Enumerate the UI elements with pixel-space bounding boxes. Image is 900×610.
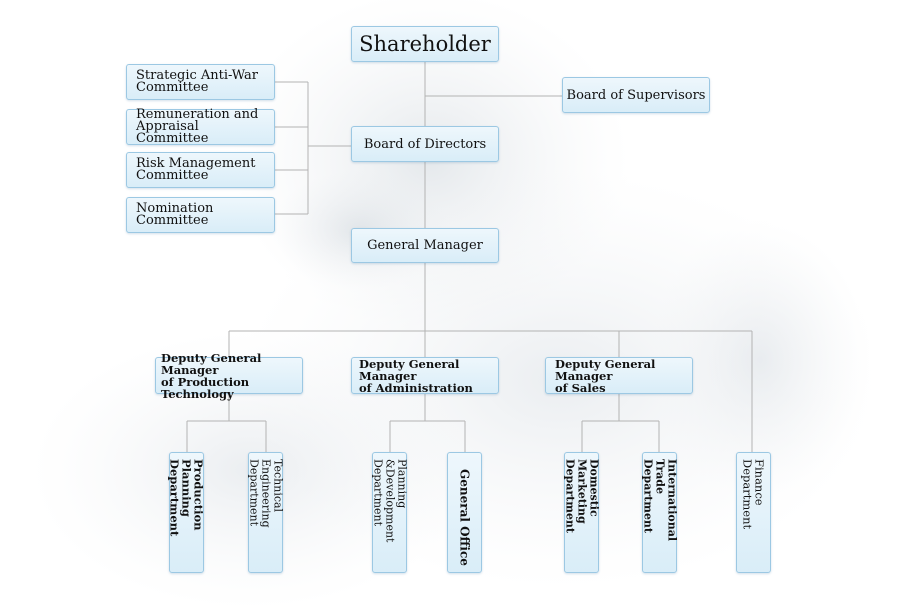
department-label: General Office [457, 469, 472, 566]
dept-domestic-marketing: Domestic Marketing Department [563, 452, 601, 573]
deputy-label: Deputy General Manager of Administration [359, 356, 473, 395]
board-of-directors-box: Board of Directors [351, 126, 499, 162]
department-label: Domestic Marketing Department [563, 459, 601, 533]
deputy-label: Deputy General Manager of Sales [555, 356, 656, 395]
dept-finance: Finance Department [736, 452, 771, 573]
committee-remuneration-appraisal: Remuneration and Appraisal Committee [126, 107, 275, 146]
dept-planning-development: Planning &Development Department [371, 452, 409, 573]
board-of-supervisors-label: Board of Supervisors [566, 87, 706, 103]
committee-label: Nomination Committee [136, 201, 214, 228]
board-of-directors-label: Board of Directors [363, 136, 487, 152]
general-manager-label: General Manager [367, 238, 483, 253]
department-label: Planning &Development Department [371, 459, 409, 543]
committee-strategic-anti-war: Strategic Anti-War Committee [126, 64, 275, 100]
deputy-sales: Deputy General Manager of Sales [545, 357, 693, 394]
committee-label: Risk Management Committee [136, 156, 256, 183]
general-manager-box: General Manager [351, 228, 499, 263]
department-label: International Trade Department [641, 459, 679, 542]
department-label: Production Planning Department [167, 459, 206, 537]
committee-risk-management: Risk Management Committee [126, 152, 275, 188]
committee-label: Remuneration and Appraisal Committee [136, 107, 259, 146]
dept-general-office: General Office [447, 452, 482, 573]
dept-technical-engineering: Technical Engineering Department [247, 452, 285, 573]
committee-label: Strategic Anti-War Committee [136, 68, 258, 95]
committee-nomination: Nomination Committee [126, 197, 275, 233]
dept-international-trade: International Trade Department [641, 452, 679, 573]
shareholder-label: Shareholder [359, 32, 491, 56]
deputy-administration: Deputy General Manager of Administration [351, 357, 499, 394]
deputy-label: Deputy General Manager of Production Tec… [161, 350, 262, 401]
board-of-supervisors-box: Board of Supervisors [562, 77, 710, 113]
deputy-production-technology: Deputy General Manager of Production Tec… [155, 352, 303, 400]
shareholder-box: Shareholder [351, 26, 499, 62]
dept-production-planning: Production Planning Department [167, 452, 206, 573]
department-label: Technical Engineering Department [247, 459, 285, 528]
department-label: Finance Department [740, 459, 767, 530]
